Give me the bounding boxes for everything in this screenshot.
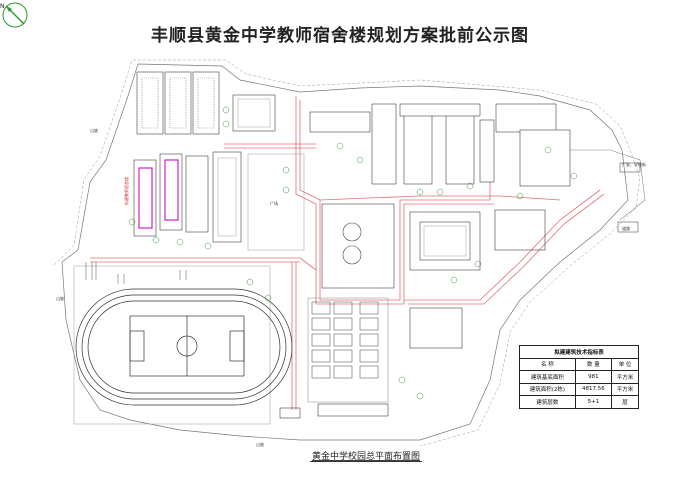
basketball-courts bbox=[307, 297, 389, 403]
building-canteen bbox=[232, 94, 276, 132]
site-boundary bbox=[61, 63, 629, 441]
running-track bbox=[73, 265, 293, 425]
table-cell: 平方米 bbox=[611, 370, 639, 384]
existing-dorms-middle bbox=[133, 151, 242, 243]
gate-east bbox=[617, 221, 639, 233]
gate-top bbox=[619, 162, 641, 173]
table-cell: 层 bbox=[611, 395, 639, 409]
label-plaza: 广场 bbox=[270, 200, 278, 206]
table-row: 建筑面积(2栋) 4817.56 平方米 bbox=[519, 382, 639, 396]
square-block bbox=[321, 203, 395, 289]
north-label: N bbox=[0, 3, 5, 10]
table-cell: 4817.56 bbox=[574, 382, 613, 396]
caption-underline bbox=[310, 461, 422, 462]
plaza-area bbox=[247, 153, 305, 251]
building-bottom-left bbox=[279, 407, 301, 419]
label-proposed-dorm: 拟建教师宿舍楼 bbox=[123, 177, 129, 205]
proposed-teacher-dorms bbox=[138, 159, 179, 229]
north-arrow-icon: N bbox=[0, 2, 28, 28]
label-hill-bottom: 山坡 bbox=[256, 441, 264, 447]
label-hill-left-bottom: 山坡 bbox=[56, 295, 64, 301]
table-header-qty: 数 量 bbox=[574, 357, 613, 371]
table-row: 建筑基底面积 981 平方米 bbox=[519, 370, 639, 384]
trees bbox=[128, 106, 578, 400]
site-boundary-outer bbox=[53, 59, 641, 447]
table-header-unit: 单 位 bbox=[611, 357, 639, 371]
building-bottom bbox=[317, 403, 389, 417]
sheet-title: 丰顺县黄金中学教师宿舍楼规划方案批前公示图 bbox=[151, 26, 529, 46]
table-cell: 5+1 bbox=[574, 395, 613, 409]
teaching-buildings bbox=[309, 103, 571, 187]
building-east bbox=[494, 209, 546, 251]
field-stands bbox=[85, 262, 187, 284]
admin-building bbox=[409, 211, 481, 271]
table-header-name: 名 称 bbox=[519, 357, 576, 371]
label-road-2: 道路 bbox=[622, 225, 630, 231]
table-cell: 平方米 bbox=[611, 382, 639, 396]
plan-caption: 黄金中学校园总平面布置图 bbox=[312, 452, 421, 462]
table-cell: 建筑面积(2栋) bbox=[519, 382, 576, 396]
table-cell: 建筑基底面积 bbox=[519, 370, 576, 384]
east-access-road bbox=[560, 149, 646, 221]
table-row: 建筑层数 5+1 层 bbox=[519, 395, 639, 409]
circle-feature-2 bbox=[342, 245, 362, 265]
table-cell: 981 bbox=[574, 370, 613, 384]
label-hill-left-top: 山坡 bbox=[90, 127, 98, 133]
building-southeast bbox=[409, 307, 463, 349]
dorm-blocks-top bbox=[136, 71, 220, 135]
table-cell: 建筑层数 bbox=[519, 395, 576, 409]
table-title: 拟建建筑技术指标表 bbox=[519, 345, 639, 359]
label-road-1: 广安、学校街 bbox=[622, 161, 646, 167]
road-network bbox=[90, 96, 605, 410]
circle-feature-1 bbox=[342, 222, 362, 242]
technical-indicator-table: 拟建建筑技术指标表 名 称 数 量 单 位 建筑基底面积 981 平方米 建筑面… bbox=[519, 345, 639, 409]
